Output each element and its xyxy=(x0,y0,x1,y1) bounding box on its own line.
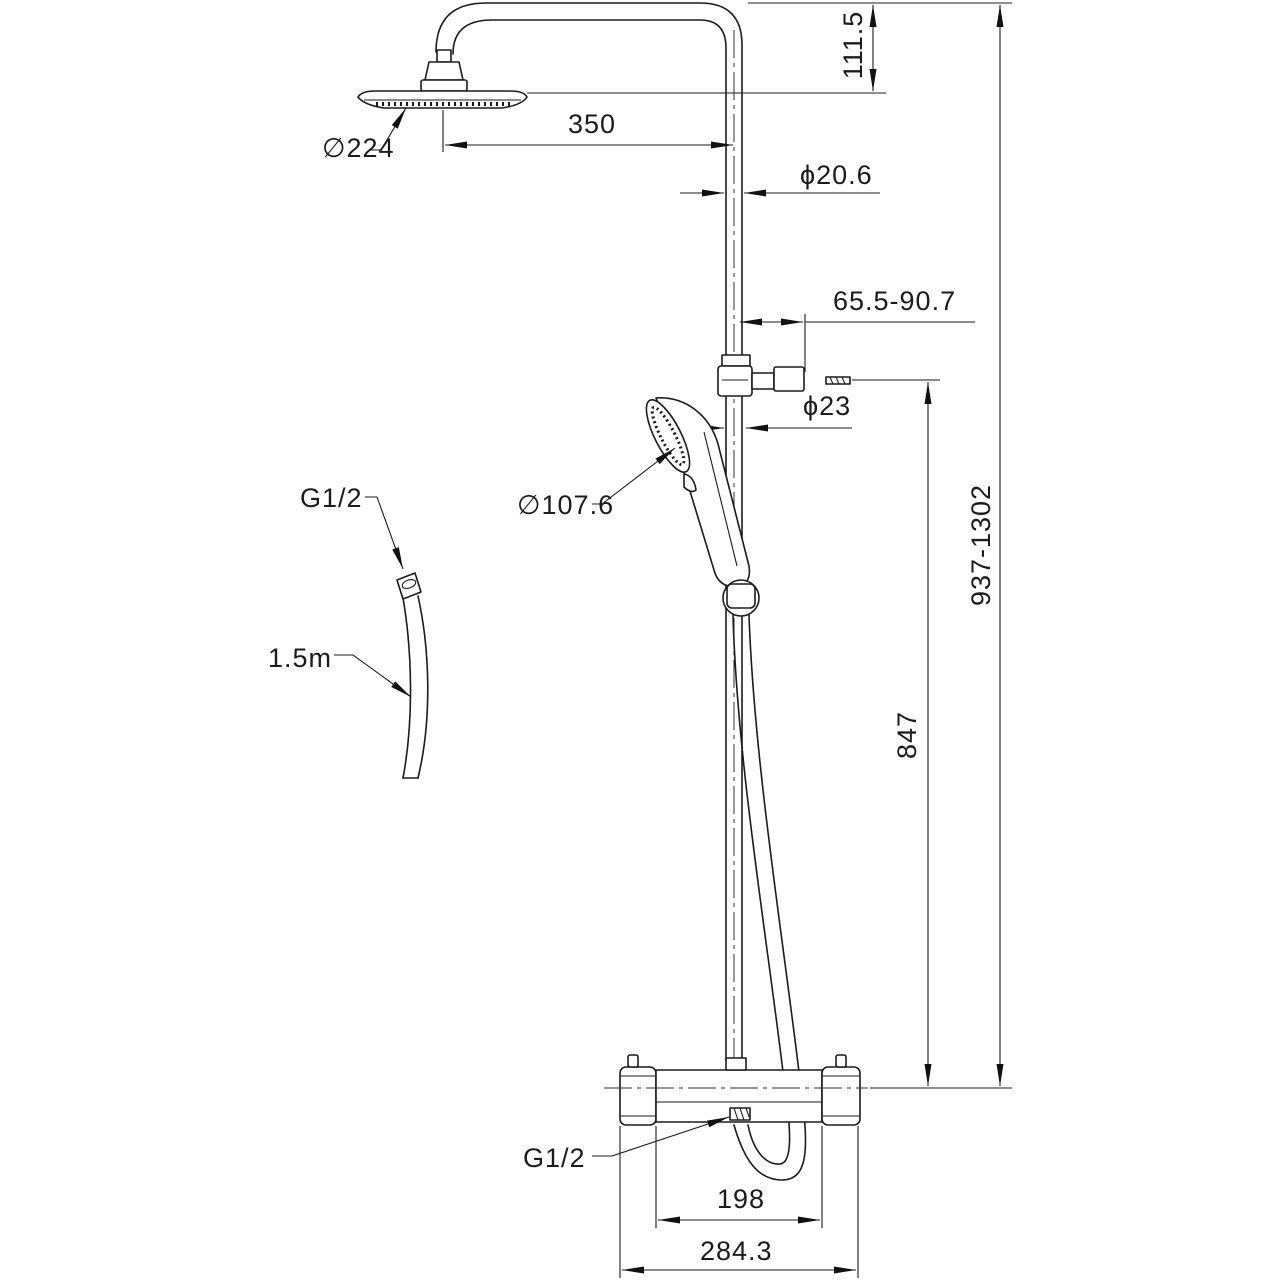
label-arm-length: 350 xyxy=(568,109,616,139)
spray-mode-button xyxy=(683,473,697,493)
label-hose-thread: G1/2 xyxy=(300,483,363,513)
hose-nut xyxy=(396,572,422,600)
dimension-total-height: 937-1302 xyxy=(966,5,1004,1086)
overhead-mount-ring xyxy=(420,79,468,92)
label-total-height: 937-1302 xyxy=(966,484,996,606)
dimension-rail-diameter: ϕ20.6 xyxy=(680,160,880,197)
dimension-bracket-range: 65.5-90.7 xyxy=(740,286,975,372)
label-hose-length: 1.5m xyxy=(268,643,332,673)
callout-hose-thread: G1/2 xyxy=(300,483,404,570)
spare-hose xyxy=(396,572,429,779)
leader-outlet-thread xyxy=(592,1116,730,1157)
holder-cradle xyxy=(726,583,756,609)
leader-hose-length xyxy=(334,654,412,698)
label-outlet-thread: G1/2 xyxy=(523,1143,586,1173)
dimension-valve-width: 284.3 xyxy=(619,1126,859,1278)
label-overhead-diameter: ∅224 xyxy=(322,133,395,163)
bracket-arm xyxy=(751,372,775,390)
wall-bracket xyxy=(717,354,940,397)
riser-rail xyxy=(435,2,743,1061)
hand-shower-holder xyxy=(722,579,760,617)
label-bracket-range: 65.5-90.7 xyxy=(833,286,956,316)
label-valve-width: 284.3 xyxy=(700,1236,773,1266)
bracket-collar xyxy=(721,354,751,367)
valve-left-stop-button xyxy=(627,1054,639,1068)
callout-hose-length: 1.5m xyxy=(268,643,412,698)
wall-anchor-thread xyxy=(829,376,846,385)
label-hand-diameter: ∅107.6 xyxy=(517,490,614,520)
callout-hand-diameter: ∅107.6 xyxy=(517,447,676,520)
bracket-wall-plate xyxy=(773,366,805,392)
hose-nut-bore xyxy=(401,578,417,590)
rail-outer-edge xyxy=(435,2,743,1061)
hand-shower-nozzles xyxy=(650,405,686,467)
spare-hose-left-wall xyxy=(402,597,412,779)
rail-inner-edge xyxy=(452,19,727,1061)
label-rail-diameter: ϕ20.6 xyxy=(800,160,873,190)
dimension-top-offset: 111.5 xyxy=(527,2,1012,94)
overhead-collar xyxy=(424,61,464,81)
thermostatic-valve xyxy=(604,1054,868,1126)
overhead-connector xyxy=(436,49,452,63)
hand-shower-face xyxy=(645,399,691,473)
hand-shower xyxy=(645,397,751,588)
label-bracket-diameter: ϕ23 xyxy=(803,391,851,421)
callout-outlet-thread: G1/2 xyxy=(523,1116,730,1173)
callout-overhead-diameter: ∅224 xyxy=(322,107,407,163)
valve-right-stop-button xyxy=(835,1054,847,1068)
leader-hand-diameter xyxy=(592,447,676,505)
label-top-offset: 111.5 xyxy=(838,11,868,80)
overhead-shower-head xyxy=(357,49,528,109)
valve-rail-connector xyxy=(725,1057,747,1071)
dimension-bracket-height: 847 xyxy=(870,382,1012,1089)
leader-overhead-diameter xyxy=(371,107,407,151)
label-bracket-height: 847 xyxy=(892,711,922,759)
valve-hose-outlet-thread xyxy=(733,1107,750,1121)
leader-hose-thread xyxy=(365,496,404,570)
dimension-inlet-spacing: 198 xyxy=(655,1126,823,1228)
spare-hose-right-wall xyxy=(417,595,429,779)
dimension-arm-length: 350 xyxy=(442,109,733,152)
label-inlet-spacing: 198 xyxy=(717,1184,765,1214)
bracket-clamp xyxy=(717,365,753,397)
hand-shower-handle-edge xyxy=(703,431,738,567)
